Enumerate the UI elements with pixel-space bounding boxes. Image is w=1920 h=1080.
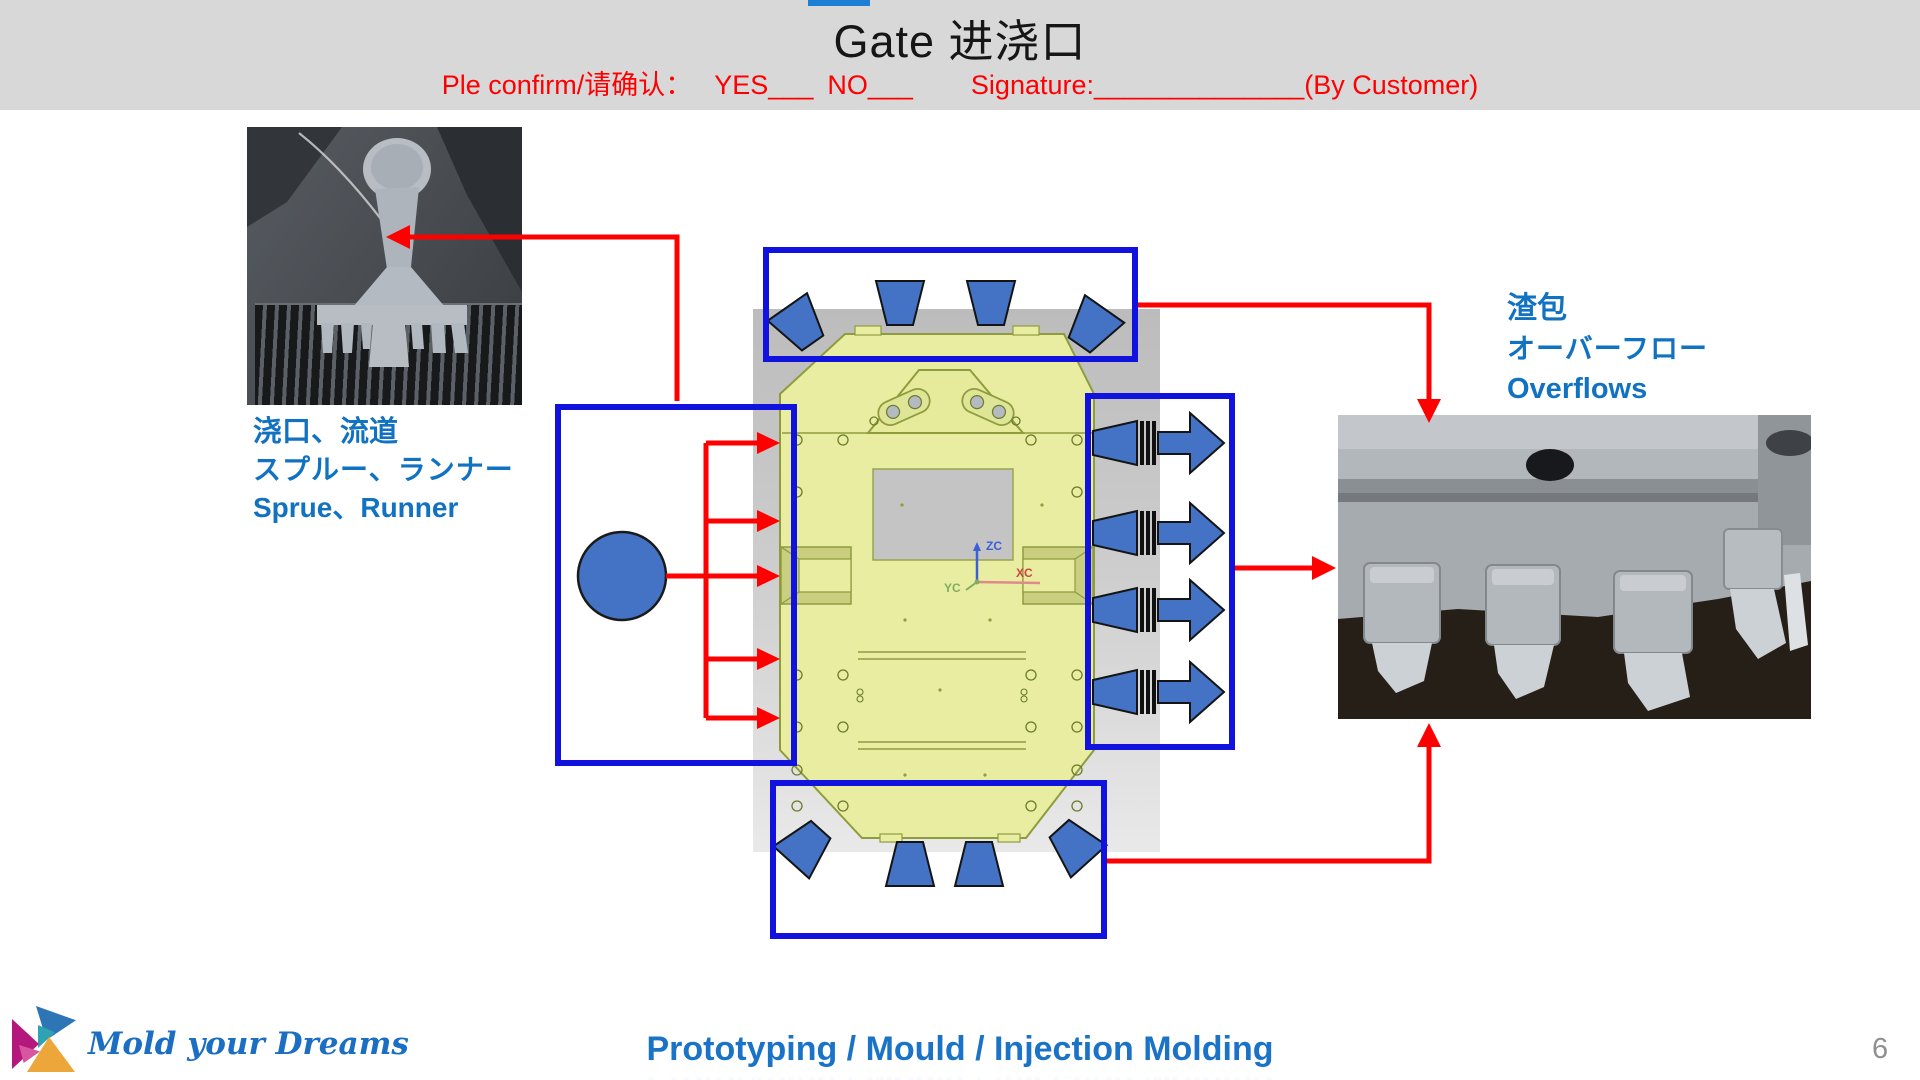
- confirm-prefix: Ple confirm/请确认：: [441, 70, 693, 100]
- sprue-shape-drawing: [298, 132, 468, 367]
- overflow-label-ja: オーバーフロー: [1507, 333, 1709, 364]
- connector-top-to-overflow: [1136, 302, 1432, 399]
- overflow-label: 渣包 オーバーフロー Overflows: [1507, 288, 1708, 410]
- callout-box-left-gates: [555, 404, 797, 766]
- callout-box-bottom-gates: [770, 780, 1107, 939]
- confirm-yes-blank: YES___: [714, 70, 814, 100]
- overflow-label-en: Overflows: [1507, 373, 1648, 405]
- slide-header: Gate 进浇口 Ple confirm/请确认： YES___ NO___ Sign…: [0, 0, 1920, 110]
- arrowhead-right: [1312, 556, 1336, 580]
- company-logo-icon: [10, 1003, 80, 1073]
- footer-tagline-reflection: Prototyping / Mould / Injection Molding: [0, 1063, 1920, 1080]
- sprue-runner-label-en: Sprue、Runner: [253, 492, 459, 523]
- overflow-lugs: [1363, 528, 1808, 711]
- page-title: Gate 进浇口: [833, 16, 1087, 67]
- sprue-runner-label-zh: 浇口、流道: [253, 416, 399, 448]
- confirm-no-blank: NO___: [827, 70, 913, 100]
- sprue-runner-photo: [247, 127, 522, 405]
- arrowhead-up: [1417, 723, 1441, 747]
- footer-tagline: Prototyping / Mould / Injection Molding: [646, 1030, 1274, 1068]
- confirm-line: Ple confirm/请确认： YES___ NO___ Signature:___…: [0, 63, 1920, 102]
- sprue-runner-label: 浇口、流道 スプルー、ランナー Sprue、Runner: [253, 414, 514, 528]
- overflow-label-zh: 渣包: [1507, 292, 1567, 325]
- placeholder-tab-bar: [808, 0, 870, 6]
- callout-box-top-gates: [763, 247, 1138, 362]
- sprue-runner-label-ja: スプルー、ランナー: [253, 454, 514, 485]
- overflow-photo-drawing: [1338, 415, 1811, 719]
- callout-box-right-gates: [1085, 393, 1235, 750]
- confirm-signature-blank: Signature:______________: [970, 70, 1305, 100]
- confirm-by-customer: (By Customer): [1304, 70, 1479, 100]
- brand-slogan: Mold your Dreams: [88, 1026, 409, 1062]
- page-number: 6: [1872, 1033, 1889, 1065]
- overflow-photo: [1338, 415, 1811, 719]
